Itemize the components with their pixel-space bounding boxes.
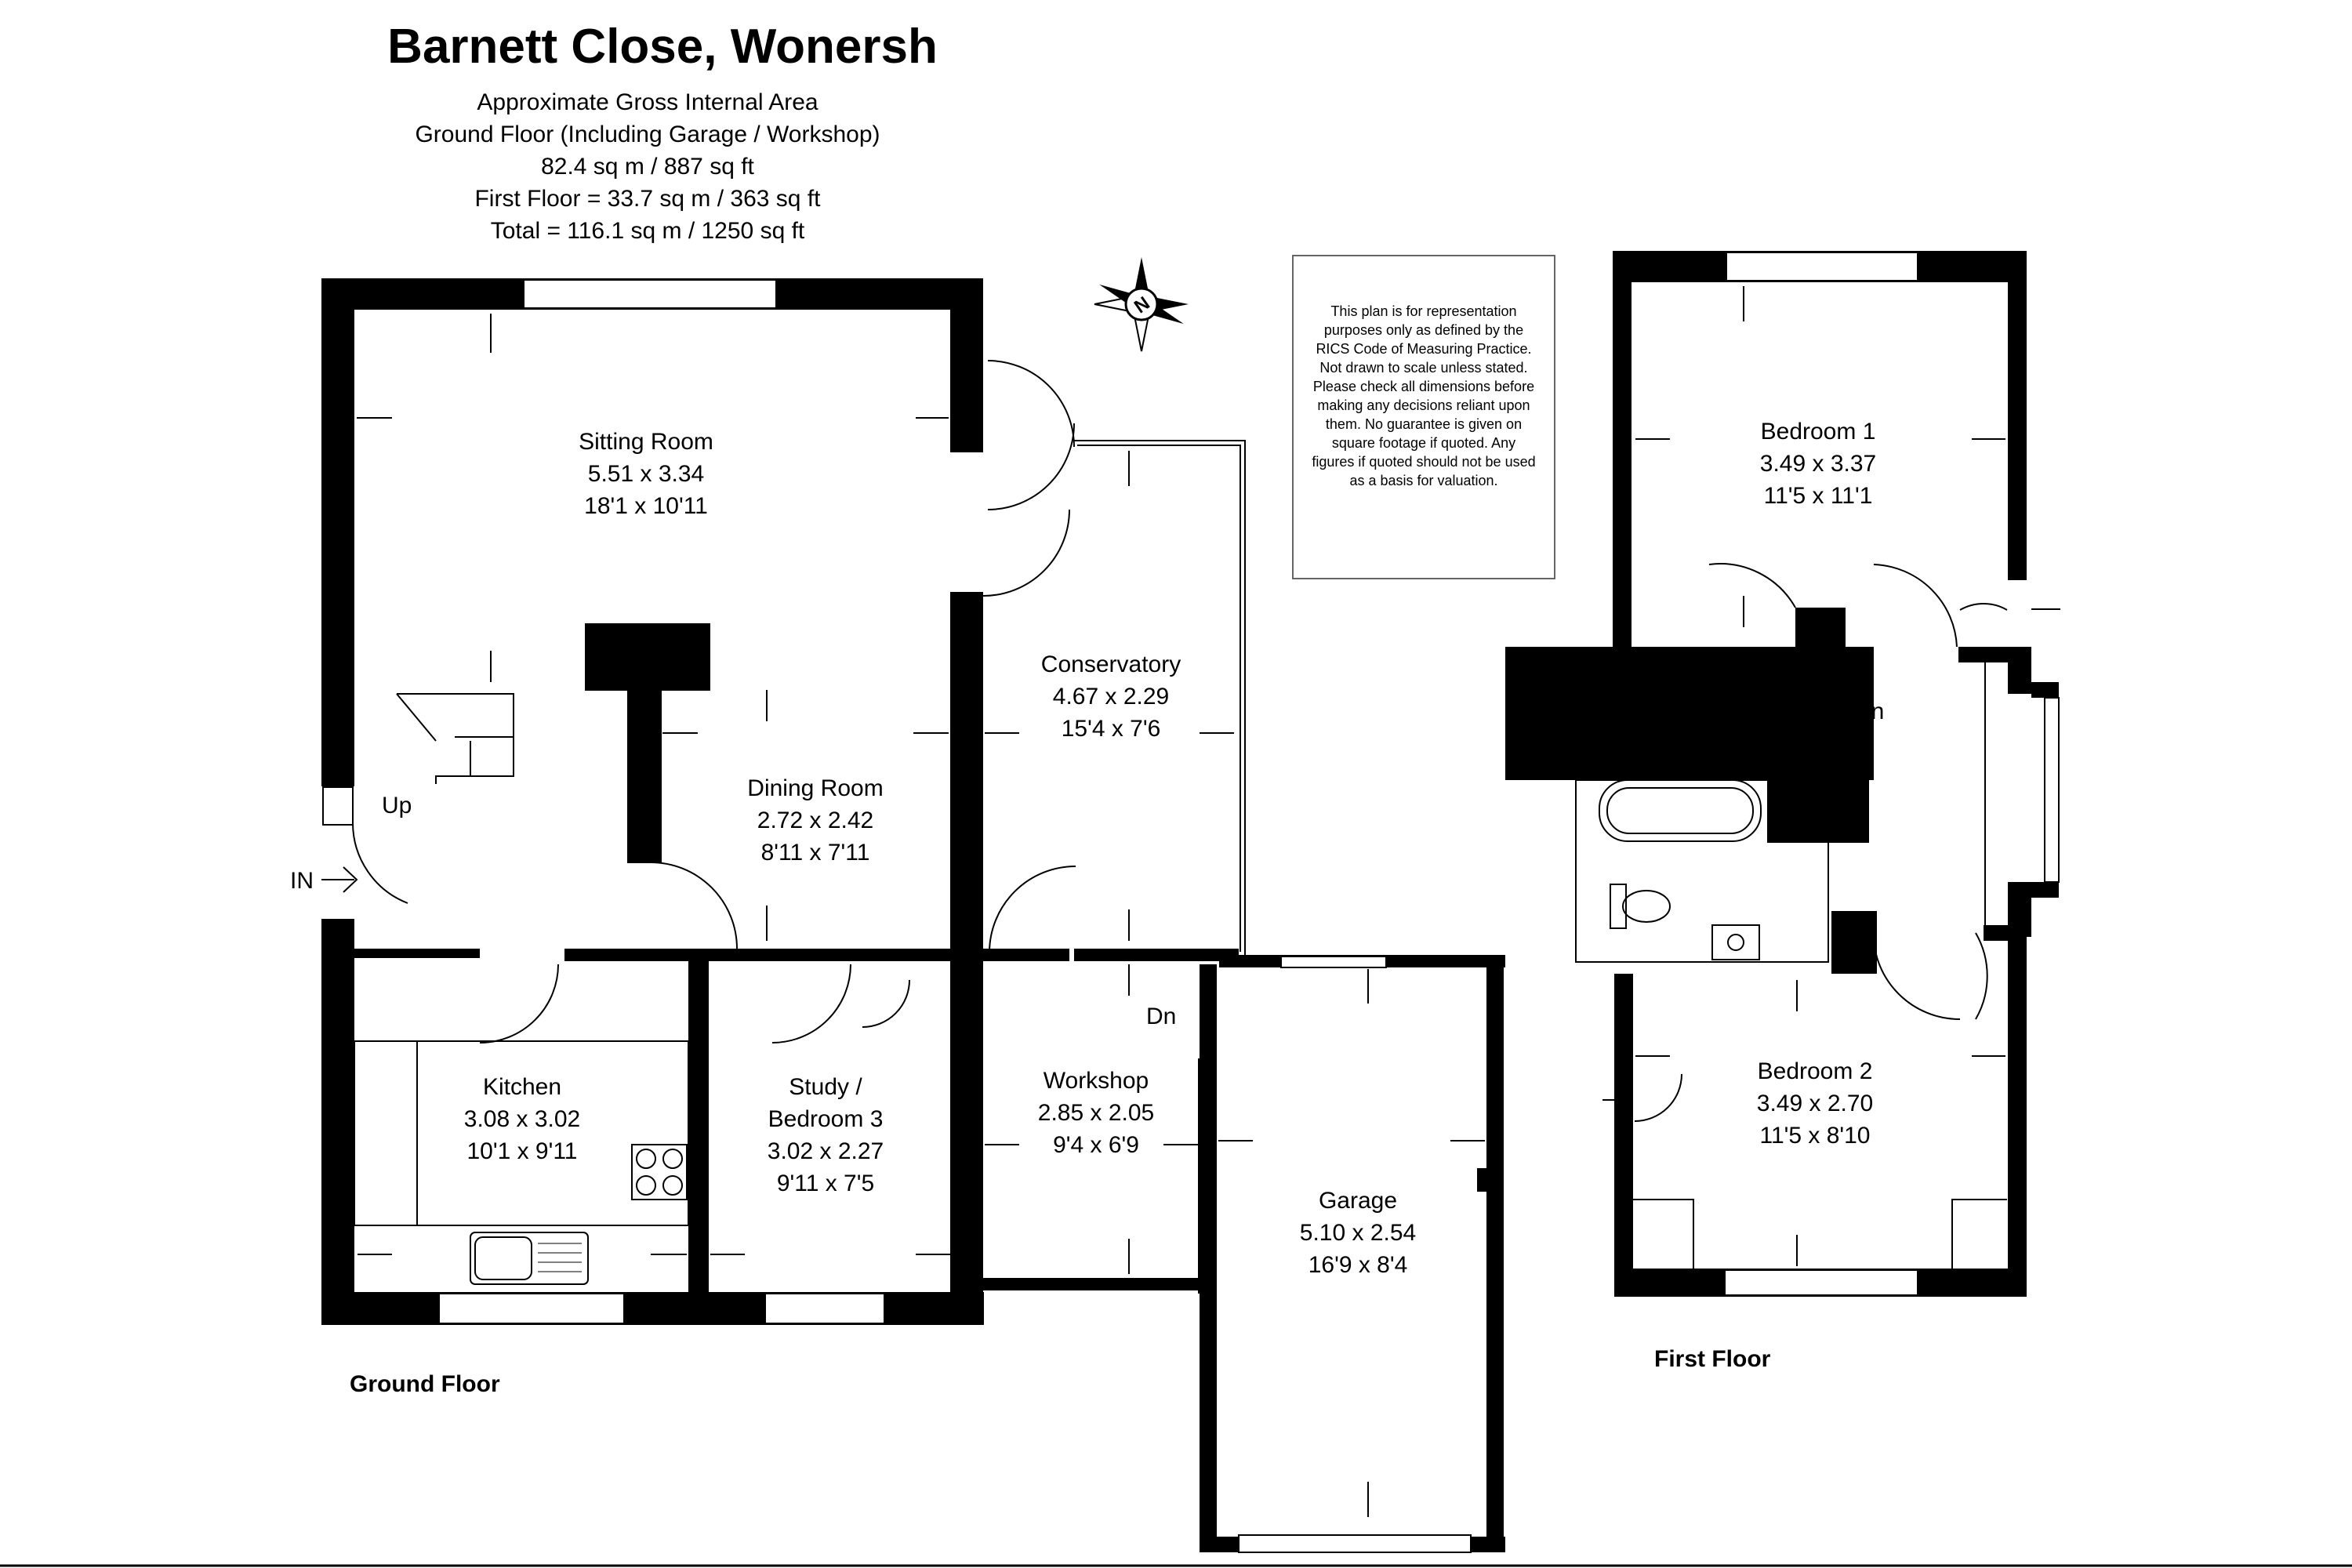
- room-imperial: 11'5 x 8'10: [1759, 1123, 1870, 1149]
- room-name: Bedroom 3: [768, 1106, 884, 1132]
- area-line: Ground Floor (Including Garage / Worksho…: [415, 122, 880, 147]
- sink-icon: [470, 1232, 589, 1285]
- room-metric: 5.10 x 2.54: [1300, 1220, 1416, 1246]
- room-metric: 3.49 x 2.70: [1757, 1091, 1873, 1116]
- room-imperial: 10'1 x 9'11: [466, 1138, 577, 1164]
- conservatory-frame: [1074, 440, 1246, 955]
- cylinder-label: T: [1817, 788, 1831, 814]
- room-metric: 3.02 x 2.27: [768, 1138, 884, 1164]
- stairs-up-label: Up: [382, 793, 412, 818]
- first-floor-windows: [1724, 252, 2060, 1296]
- room-name: Workshop: [1044, 1068, 1149, 1094]
- room-name: Study /: [789, 1074, 862, 1100]
- entrance-label: IN: [290, 868, 314, 894]
- room-metric: 5.51 x 3.34: [588, 461, 704, 487]
- first-floor-stairs: [1632, 675, 1839, 757]
- basin-icon: [1711, 924, 1760, 960]
- hob-icon: [631, 1144, 688, 1200]
- room-name: Conservatory: [1041, 652, 1181, 677]
- room-bedroom-1: Bedroom 1 3.49 x 3.37 11'5 x 11'1: [1760, 419, 1876, 509]
- area-line: Total = 116.1 sq m / 1250 sq ft: [491, 218, 805, 244]
- ground-floor-windows: [322, 279, 1472, 1553]
- room-name: Sitting Room: [579, 429, 713, 455]
- room-metric: 3.49 x 3.37: [1760, 451, 1876, 477]
- room-metric: 2.85 x 2.05: [1038, 1100, 1154, 1126]
- ground-floor-walls: [321, 278, 1505, 1552]
- room-sitting-room: Sitting Room 5.51 x 3.34 18'1 x 10'11: [579, 429, 713, 519]
- room-name: Bedroom 2: [1758, 1058, 1873, 1084]
- ground-floor-label: Ground Floor: [350, 1371, 500, 1397]
- disclaimer-text: This plan is for representation purposes…: [1312, 303, 1536, 488]
- ground-floor-dimension-arrows: [357, 314, 1485, 1517]
- room-name: Garage: [1319, 1188, 1397, 1214]
- room-imperial: 16'9 x 8'4: [1308, 1252, 1408, 1278]
- room-dining-room: Dining Room 2.72 x 2.42 8'11 x 7'11: [747, 775, 883, 866]
- area-line: Approximate Gross Internal Area: [477, 89, 818, 115]
- first-floor-doors: [1634, 563, 2008, 1122]
- entrance-arrow-icon: [321, 866, 358, 893]
- area-summary: Approximate Gross Internal Area Ground F…: [415, 89, 880, 244]
- disclaimer-box: This plan is for representation purposes…: [1292, 255, 1555, 579]
- room-metric: 3.08 x 3.02: [464, 1106, 580, 1132]
- room-name: Kitchen: [483, 1074, 561, 1100]
- room-conservatory: Conservatory 4.67 x 2.29 15'4 x 7'6: [1041, 652, 1181, 742]
- room-workshop: Workshop 2.85 x 2.05 9'4 x 6'9: [1038, 1068, 1154, 1158]
- room-metric: 4.67 x 2.29: [1053, 684, 1169, 710]
- room-imperial: 15'4 x 7'6: [1062, 716, 1161, 742]
- room-name: Dining Room: [747, 775, 883, 801]
- room-imperial: 9'4 x 6'9: [1053, 1132, 1139, 1158]
- room-imperial: 9'11 x 7'5: [777, 1171, 874, 1196]
- area-line: 82.4 sq m / 887 sq ft: [541, 154, 754, 180]
- room-kitchen: Kitchen 3.08 x 3.02 10'1 x 9'11: [464, 1074, 580, 1164]
- bath-icon: [1599, 779, 1762, 842]
- ground-floor-stairs: [396, 693, 514, 784]
- room-imperial: 11'5 x 11'1: [1764, 483, 1873, 509]
- stairs-down-label: Dn: [1854, 699, 1884, 724]
- ground-floor-doors: [352, 360, 1076, 1044]
- step-down-label: Dn: [1146, 1004, 1176, 1029]
- room-name: Bedroom 1: [1761, 419, 1876, 445]
- room-imperial: 8'11 x 7'11: [761, 840, 870, 866]
- room-study: Study / Bedroom 3 3.02 x 2.27 9'11 x 7'5: [768, 1074, 884, 1196]
- room-garage: Garage 5.10 x 2.54 16'9 x 8'4: [1300, 1188, 1416, 1278]
- room-bedroom-2: Bedroom 2 3.49 x 2.70 11'5 x 8'10: [1757, 1058, 1873, 1149]
- plan-title: Barnett Close, Wonersh: [387, 20, 938, 74]
- cylinder-icon: T: [1806, 783, 1841, 818]
- area-line: First Floor = 33.7 sq m / 363 sq ft: [474, 186, 821, 212]
- first-floor-label: First Floor: [1654, 1346, 1771, 1372]
- room-metric: 2.72 x 2.42: [757, 808, 873, 833]
- first-floor-dimension-arrows: [1602, 286, 2060, 1266]
- compass-icon: N: [1094, 257, 1189, 352]
- toilet-icon: [1610, 884, 1671, 929]
- room-imperial: 18'1 x 10'11: [584, 493, 708, 519]
